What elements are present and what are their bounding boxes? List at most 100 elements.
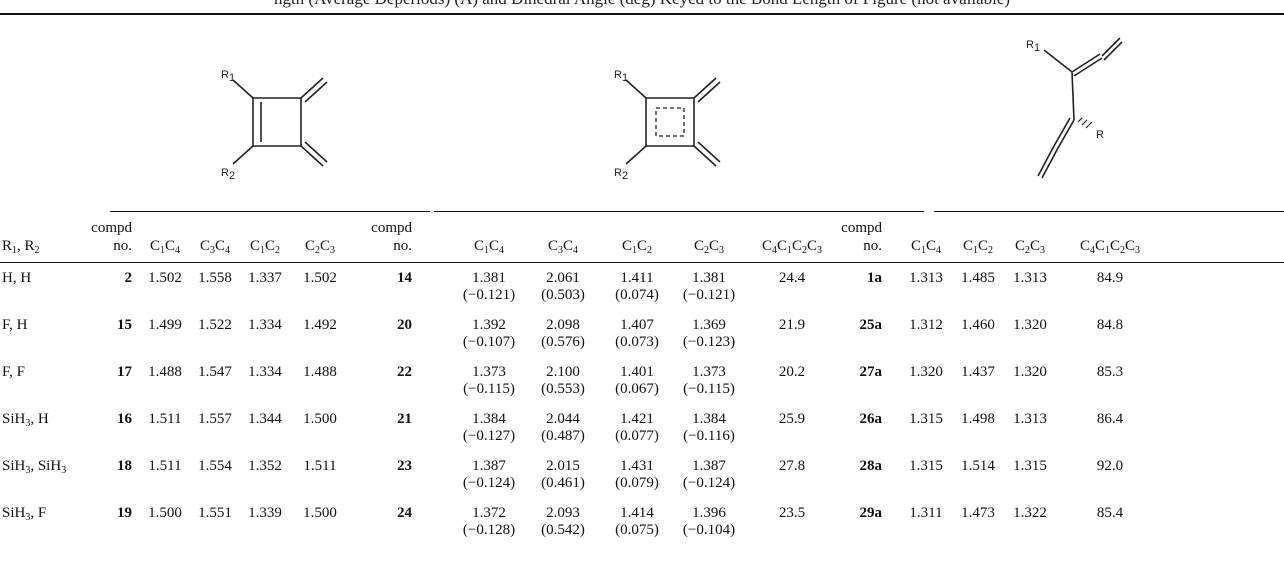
row-g3-value: 1.514: [961, 458, 995, 474]
row-g1-value: 1.500: [303, 411, 337, 427]
row-compd-1: 19: [117, 505, 132, 521]
row-substituents: SiH3, SiH3: [2, 458, 67, 476]
row-g2-value: 1.387: [472, 458, 506, 474]
row-g3-value: 1.437: [961, 364, 995, 380]
row-substituents: SiH3, H: [2, 411, 49, 429]
row-g2-deviation: (0.079): [615, 475, 659, 491]
row-g2-value: 1.401: [620, 364, 654, 380]
row-g2-dihedral: 24.4: [778, 270, 806, 286]
row-compd-1: 15: [117, 317, 132, 333]
r1-label: R1: [614, 69, 628, 84]
row-g1-value: 1.554: [198, 458, 232, 474]
header-g3-c1c2: C1C2: [962, 238, 994, 256]
header-g2-c1c4: C1C4: [473, 238, 505, 256]
row-g2-value: 1.384: [692, 411, 726, 427]
row-g1-value: 1.551: [198, 505, 232, 521]
row-g3-value: 92.0: [1096, 458, 1124, 474]
row-g2-value: 1.373: [692, 364, 726, 380]
row-g2-deviation: (0.067): [615, 381, 659, 397]
header-g2-c2c3: C2C3: [693, 238, 725, 256]
header-g1-c3c4: C3C4: [199, 238, 231, 256]
row-g1-value: 1.558: [198, 270, 232, 286]
row-g3-value: 1.315: [1013, 458, 1047, 474]
row-g2-deviation: (0.074): [615, 287, 659, 303]
row-g2-deviation: (0.576): [541, 334, 585, 350]
row-g2-value: 2.015: [546, 458, 580, 474]
row-compd-2: 21: [397, 411, 412, 427]
row-g2-value: 2.098: [546, 317, 580, 333]
row-g3-value: 86.4: [1096, 411, 1124, 427]
header-g3-c1c4: C1C4: [910, 238, 942, 256]
row-g2-dihedral: 20.2: [778, 364, 806, 380]
row-compd-3: 29a: [859, 505, 883, 521]
row-g2-deviation: (0.073): [615, 334, 659, 350]
row-g2-value: 1.411: [620, 270, 654, 286]
row-g1-value: 1.511: [148, 458, 182, 474]
row-compd-3: 1a: [867, 270, 882, 286]
row-g2-dihedral: 23.5: [778, 505, 806, 521]
row-g2-value: 2.044: [546, 411, 580, 427]
row-g2-deviation: (−0.115): [683, 381, 735, 397]
row-g2-value: 1.396: [692, 505, 726, 521]
row-g3-value: 1.320: [1013, 317, 1047, 333]
group1-rule: [110, 211, 430, 212]
row-g3-value: 1.313: [909, 270, 943, 286]
row-g2-value: 1.392: [472, 317, 506, 333]
row-g2-value: 2.061: [546, 270, 580, 286]
header-g3-dihedral: C4C1C2C3: [1079, 238, 1141, 256]
row-g2-deviation: (0.487): [541, 428, 585, 444]
row-g3-value: 1.320: [1013, 364, 1047, 380]
row-g2-deviation: (0.461): [541, 475, 585, 491]
header-no-3: no.: [863, 238, 882, 254]
row-g3-value: 1.315: [909, 411, 943, 427]
row-compd-2: 22: [397, 364, 412, 380]
row-g3-value: 1.313: [1013, 411, 1047, 427]
row-g3-value: 1.315: [909, 458, 943, 474]
row-g1-value: 1.502: [148, 270, 182, 286]
row-g2-value: 2.100: [546, 364, 580, 380]
row-g2-deviation: (−0.127): [462, 428, 516, 444]
row-g1-value: 1.500: [148, 505, 182, 521]
row-g3-value: 1.498: [961, 411, 995, 427]
row-g1-value: 1.334: [248, 317, 282, 333]
header-rule: [0, 262, 1284, 263]
row-g2-value: 1.372: [472, 505, 506, 521]
row-g1-value: 1.344: [248, 411, 282, 427]
row-g2-deviation: (−0.104): [682, 522, 736, 538]
header-compd-2: compd: [371, 220, 412, 236]
row-g2-dihedral: 25.9: [778, 411, 806, 427]
row-g2-deviation: (0.077): [615, 428, 659, 444]
row-compd-1: 17: [117, 364, 132, 380]
row-g2-deviation: (−0.128): [462, 522, 516, 538]
row-g3-value: 1.473: [961, 505, 995, 521]
row-g2-value: 1.381: [472, 270, 506, 286]
row-substituents: F, H: [2, 317, 28, 333]
row-g2-value: 2.093: [546, 505, 580, 521]
row-g1-value: 1.500: [303, 505, 337, 521]
structure-bisketene: R1 R: [1010, 20, 1150, 210]
r1-label: R1: [221, 69, 235, 84]
row-g3-value: 1.312: [909, 317, 943, 333]
r-label: R: [1096, 129, 1104, 141]
r2-label: R2: [221, 167, 235, 182]
row-compd-2: 23: [397, 458, 412, 474]
row-g2-value: 1.407: [620, 317, 654, 333]
row-g2-value: 1.381: [692, 270, 726, 286]
row-compd-1: 16: [117, 411, 132, 427]
row-g1-value: 1.499: [148, 317, 182, 333]
row-g3-value: 85.4: [1096, 505, 1124, 521]
row-g2-deviation: (−0.123): [682, 334, 736, 350]
row-g1-value: 1.492: [303, 317, 337, 333]
row-g2-deviation: (−0.107): [462, 334, 516, 350]
row-g2-value: 1.421: [620, 411, 654, 427]
row-g2-deviation: (0.075): [615, 522, 659, 538]
row-g2-value: 1.384: [472, 411, 506, 427]
group3-rule: [934, 211, 1284, 212]
row-g1-value: 1.339: [248, 505, 282, 521]
row-compd-3: 25a: [859, 317, 883, 333]
header-compd-1: compd: [91, 220, 132, 236]
structure-cyclobutenedione: R1 R2: [205, 28, 355, 208]
row-g3-value: 84.8: [1096, 317, 1124, 333]
header-no-2: no.: [393, 238, 412, 254]
